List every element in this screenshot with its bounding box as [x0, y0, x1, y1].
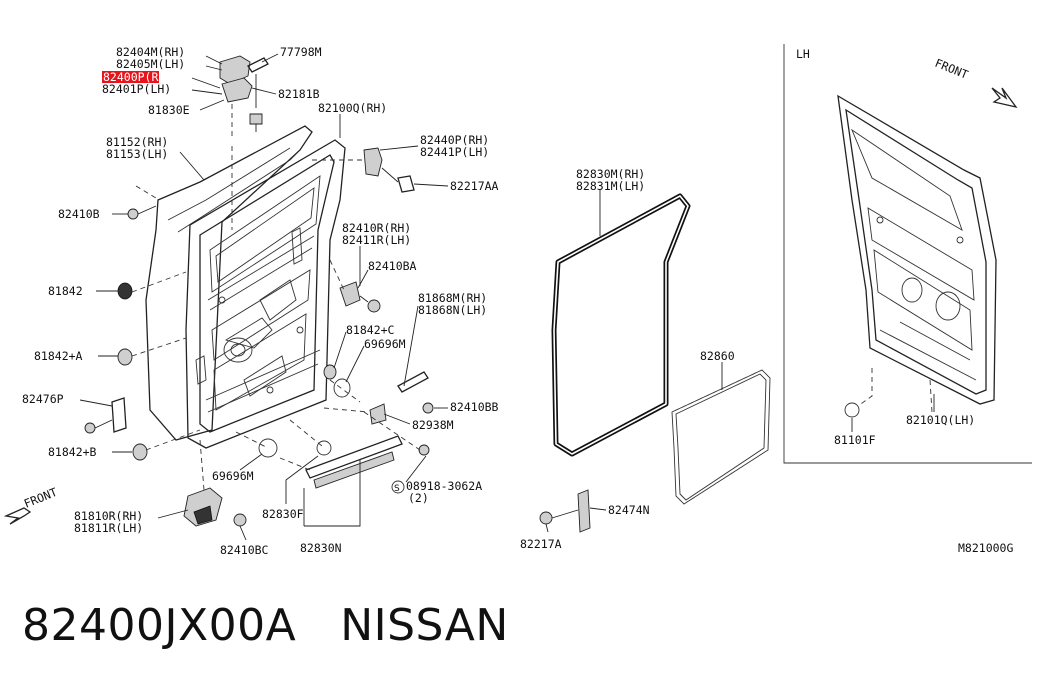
- callout-label: 82410R(RH): [342, 221, 411, 235]
- parts-diagram: LH FRONT FRONT: [3, 44, 1032, 557]
- callout-label: 82476P: [22, 392, 64, 406]
- svg-text:S: S: [394, 484, 400, 494]
- front-label-left: FRONT: [22, 485, 59, 511]
- callout-label: 81842: [48, 284, 83, 298]
- callout-label: 81152(RH): [106, 135, 168, 149]
- callout-label: 81868M(RH): [418, 291, 487, 305]
- callout-label: 82404M(RH): [116, 45, 185, 59]
- callout-label: 82217AA: [450, 179, 499, 193]
- callout-label: 81842+C: [346, 323, 395, 337]
- caption: 82400JX00A NISSAN: [22, 600, 509, 651]
- callout-label: 82411R(LH): [342, 233, 411, 247]
- assembly-lines: [131, 104, 421, 491]
- front-label-right: FRONT: [933, 56, 970, 82]
- leader-lines: [79, 53, 935, 541]
- callout-label: 82938M: [412, 418, 454, 432]
- front-arrow-right: FRONT: [933, 56, 1018, 109]
- lower-hinge: [183, 487, 247, 527]
- callout-label: 82405M(LH): [116, 57, 185, 71]
- circled-s-symbol: S: [391, 480, 405, 494]
- callout-label: 82441P(LH): [420, 145, 489, 159]
- callout-label: 82830M(RH): [576, 167, 645, 181]
- lh-panel-label: LH: [796, 47, 810, 61]
- callout-label: 08918-3062A: [406, 479, 482, 493]
- callout-label: 82830N: [300, 541, 342, 555]
- bolts: [84, 205, 157, 461]
- callout-label: 82410BC: [220, 543, 269, 557]
- callout-label: 82440P(RH): [420, 133, 489, 147]
- callout-label-highlighted: 82400P(RH): [103, 70, 172, 84]
- screen-82860: [671, 369, 771, 505]
- callout-label: 82860: [700, 349, 735, 363]
- callout-label: 82410BA: [368, 259, 417, 273]
- callout-label: 82410B: [58, 207, 100, 221]
- callout-label: 82101Q(LH): [906, 413, 975, 427]
- weatherstrip-82830m: [551, 193, 691, 457]
- brand-name: NISSAN: [340, 600, 509, 651]
- callout-label: 82831M(LH): [576, 179, 645, 193]
- callout-label: 82830F: [262, 507, 304, 521]
- callout-label: 69696M: [364, 337, 406, 351]
- rh-door-assembly: [145, 125, 346, 449]
- callout-label: (2): [408, 491, 429, 505]
- highlight-box: [102, 71, 159, 83]
- callout-label: 82410BB: [450, 400, 499, 414]
- bracket-82440p: [363, 147, 415, 193]
- callout-label: 82217A: [520, 537, 562, 551]
- callout-label: 81868N(LH): [418, 303, 487, 317]
- callout-label: 81101F: [834, 433, 876, 447]
- callout-label: 69696M: [212, 469, 254, 483]
- callout-label: 81830E: [148, 103, 190, 117]
- callout-label: 81842+A: [34, 349, 83, 363]
- diagram-code: M821000G: [958, 541, 1013, 555]
- lh-panel-frame: [783, 44, 1032, 464]
- front-arrow-left: FRONT: [3, 485, 59, 525]
- callout-label: 82401P(LH): [102, 82, 171, 96]
- callout-label: 81810R(RH): [74, 509, 143, 523]
- callout-label: 82100Q(RH): [318, 101, 387, 115]
- lower-rail: [258, 435, 430, 489]
- part-number: 82400JX00A: [22, 600, 297, 651]
- lh-door: [837, 94, 997, 418]
- callout-label: 81153(LH): [106, 147, 168, 161]
- callout-label: 82181B: [278, 87, 320, 101]
- callout-label: 81842+B: [48, 445, 97, 459]
- callout-label: 77798M: [280, 45, 322, 59]
- callout-label: 82474N: [608, 503, 650, 517]
- callout-label: 81811R(LH): [74, 521, 143, 535]
- striker-82410r: [323, 281, 434, 425]
- bracket-82474n: [539, 489, 591, 533]
- upper-hinge: [219, 55, 269, 132]
